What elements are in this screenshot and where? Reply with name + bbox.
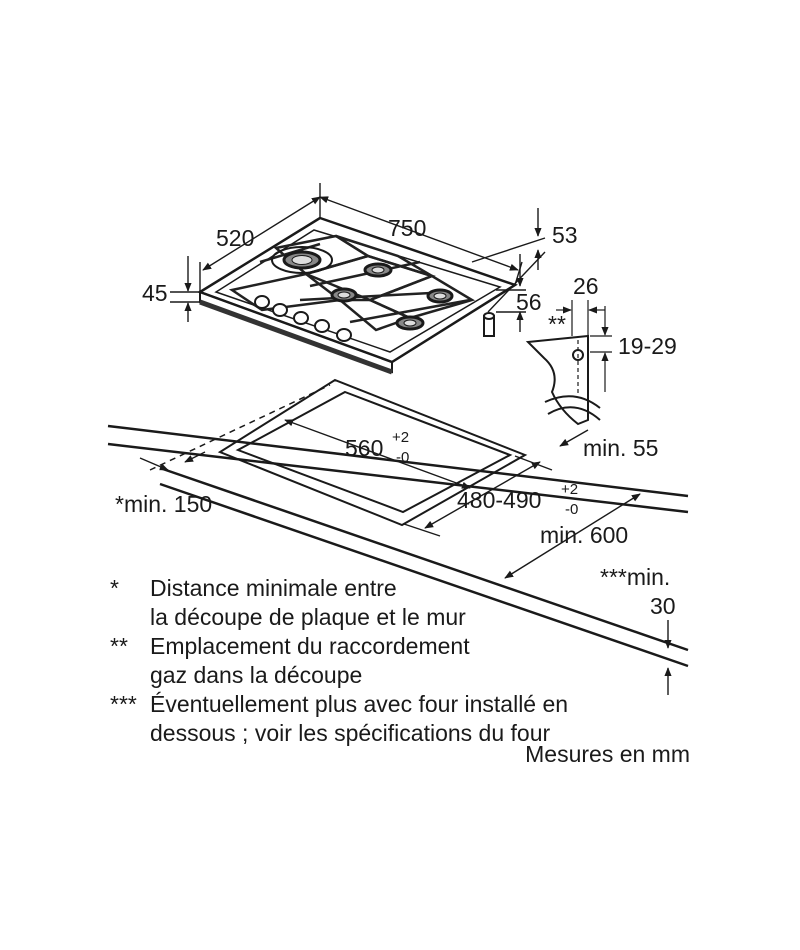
dim-width: 750 (388, 215, 426, 241)
dim-bracket-thickness: 19-29 (618, 333, 677, 359)
footnote-line: Éventuellement plus avec four installé e… (150, 691, 569, 717)
gas-connector (483, 312, 495, 337)
burner-rear-center (363, 262, 393, 278)
dim-cutout-depth-tol-plus: +2 (561, 481, 578, 498)
dim-wall-distance: *min. 150 (115, 491, 212, 517)
footnote-mark: * (110, 575, 119, 601)
burner-front-center (330, 287, 358, 303)
dim-oven-clearance-line1: ***min. (600, 564, 670, 590)
dim-depth: 520 (216, 225, 254, 251)
footnote-line: Emplacement du raccordement (150, 633, 470, 659)
dim-cutout-depth-tol-minus: -0 (565, 501, 578, 518)
footnote-text: Distance minimale entre la découpe de pl… (150, 574, 466, 632)
control-knobs (254, 295, 352, 342)
footnote-3: *** Éventuellement plus avec four instal… (110, 690, 670, 748)
dim-worktop-depth: min. 600 (540, 522, 628, 548)
dim-cutout-width-tol-plus: +2 (392, 429, 409, 446)
footnote-2: ** Emplacement du raccordement gaz dans … (110, 632, 670, 690)
dim-gas-offset-side: 56 (516, 289, 542, 315)
burner-front-right (395, 315, 425, 331)
burner-rear-right (426, 288, 454, 304)
dim-oven-clearance-line2: 30 (650, 593, 676, 619)
dim-bracket-width: 26 (573, 273, 599, 299)
dimension-lines (139, 183, 672, 695)
dim-cutout-width: 560 (345, 435, 383, 461)
footnote-text: Éventuellement plus avec four installé e… (150, 690, 568, 748)
units-note: Mesures en mm (525, 741, 690, 767)
footnote-mark: *** (110, 691, 137, 717)
dim-cutout-width-tol-minus: -0 (396, 449, 409, 466)
footnote-line: dessous ; voir les spécifications du fou… (150, 720, 551, 746)
footnote-line: Distance minimale entre (150, 575, 397, 601)
footnote-legend: * Distance minimale entre la découpe de … (110, 574, 670, 748)
footnote-mark: ** (110, 633, 128, 659)
bracket-detail (525, 300, 612, 426)
footnote-text: Emplacement du raccordement gaz dans la … (150, 632, 470, 690)
footnote-line: la découpe de plaque et le mur (150, 604, 466, 630)
gas-connection-marker: ** (548, 311, 566, 337)
dim-height: 45 (142, 280, 168, 306)
dim-front-clearance: min. 55 (583, 435, 658, 461)
footnote-line: gaz dans la découpe (150, 662, 363, 688)
dim-gas-offset-top: 53 (552, 222, 578, 248)
footnote-1: * Distance minimale entre la découpe de … (110, 574, 670, 632)
dim-cutout-depth: 480-490 (457, 487, 541, 513)
